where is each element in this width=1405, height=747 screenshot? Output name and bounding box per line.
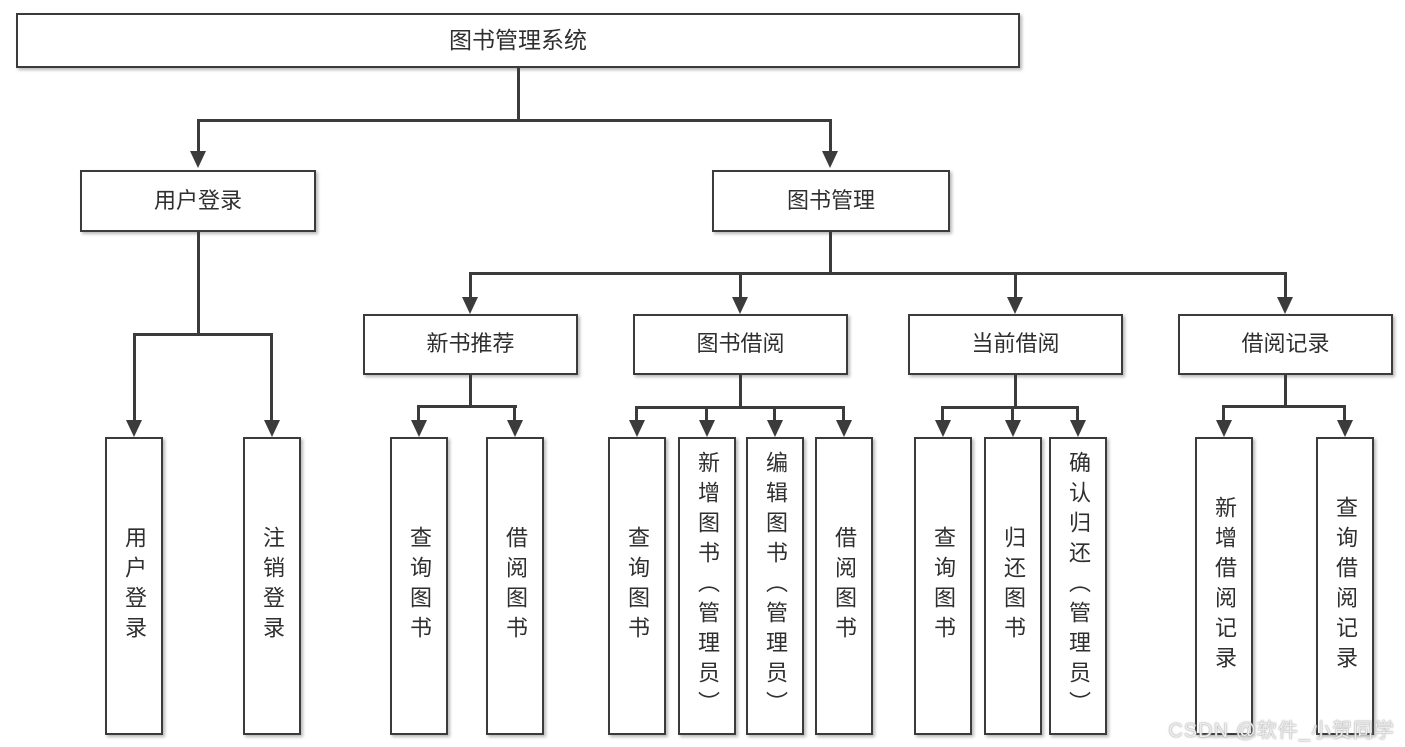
- leaf-label: 归还图书: [1001, 526, 1026, 646]
- node-label: 借阅记录: [1241, 331, 1330, 357]
- connector-to-current-borrow: [1014, 272, 1017, 299]
- connector-cb-leaf2: [1011, 406, 1014, 422]
- leaf-query-borrow-record: 查询借阅记录: [1316, 437, 1374, 735]
- connector-root-trunk: [517, 66, 520, 122]
- arrowhead-new-book: [462, 297, 478, 314]
- connector-bb-leaf2: [705, 406, 708, 422]
- connector-to-new-book: [469, 272, 472, 299]
- connector-current-borrow-bar: [942, 406, 1079, 409]
- connector-to-book-borrow: [739, 272, 742, 299]
- leaf-label: 查询图书: [931, 526, 956, 646]
- node-new-book-recommend: 新书推荐: [363, 314, 578, 375]
- connector-cb-leaf1: [941, 406, 944, 422]
- leaf-query-books-recommend: 查询图书: [390, 437, 448, 735]
- connector-book-borrow-bar: [636, 406, 845, 409]
- connector-borrow-records-bar: [1223, 405, 1345, 408]
- node-label: 新书推荐: [426, 331, 515, 357]
- leaf-confirm-return-admin: 确认归还（管理员）: [1049, 437, 1107, 735]
- node-label: 当前借阅: [971, 331, 1060, 357]
- node-label: 图书管理系统: [449, 26, 587, 53]
- leaf-borrow-books-recommend: 借阅图书: [486, 437, 544, 735]
- node-book-management: 图书管理: [712, 170, 950, 232]
- leaf-query-books-borrow: 查询图书: [608, 437, 666, 735]
- arrowhead-bb-leaf3: [767, 420, 783, 437]
- connector-book-borrow-stub: [739, 373, 742, 409]
- arrowhead-cb-leaf1: [935, 420, 951, 437]
- arrowhead-bb-leaf4: [836, 420, 852, 437]
- connector-to-book-management: [829, 119, 832, 154]
- arrowhead-current-borrow: [1007, 297, 1023, 314]
- node-label: 图书借阅: [696, 331, 785, 357]
- csdn-watermark: CSDN @软件_小贺同学: [1168, 720, 1395, 742]
- arrowhead-cb-leaf3: [1070, 420, 1086, 437]
- connector-bb-leaf3: [773, 406, 776, 422]
- leaf-label: 查询图书: [625, 526, 650, 646]
- connector-br-leaf1: [1222, 405, 1225, 422]
- connector-level3-bar: [470, 272, 1286, 275]
- connector-br-leaf2: [1343, 405, 1346, 422]
- connector-new-book-bar: [418, 405, 517, 408]
- leaf-label: 新增借阅记录: [1212, 496, 1237, 676]
- leaf-borrow-books: 借阅图书: [815, 437, 873, 735]
- leaf-return-books: 归还图书: [984, 437, 1042, 735]
- leaf-label: 查询借阅记录: [1333, 496, 1358, 676]
- arrowhead-br-leaf2: [1337, 420, 1353, 437]
- leaf-user-login: 用户登录: [105, 437, 163, 735]
- arrowhead-nb-leaf2: [507, 420, 523, 437]
- connector-to-user-login: [197, 119, 200, 154]
- node-user-login: 用户登录: [80, 170, 316, 232]
- connector-user-login-stub: [197, 231, 200, 335]
- arrowhead-leaf-user-login: [126, 420, 142, 437]
- leaf-add-books-admin: 新增图书（管理员）: [678, 437, 736, 735]
- connector-to-borrow-records: [1284, 272, 1287, 299]
- leaf-label: 编辑图书（管理员）: [763, 451, 788, 721]
- connector-bb-leaf1: [635, 406, 638, 422]
- leaf-label: 注销登录: [260, 526, 285, 646]
- connector-nb-leaf2: [513, 405, 516, 422]
- connector-cb-leaf3: [1076, 406, 1079, 422]
- arrowhead-br-leaf1: [1216, 420, 1232, 437]
- leaf-label: 借阅图书: [832, 526, 857, 646]
- leaf-label: 查询图书: [407, 526, 432, 646]
- connector-to-leaf-user-login: [133, 333, 136, 422]
- connector-user-login-bar: [133, 333, 272, 336]
- connector-borrow-records-stub: [1284, 373, 1287, 407]
- arrowhead-bb-leaf1: [629, 420, 645, 437]
- arrowhead-book-borrow: [732, 297, 748, 314]
- node-label: 用户登录: [153, 187, 242, 213]
- connector-bb-leaf4: [842, 406, 845, 422]
- arrowhead-book-management: [822, 151, 838, 168]
- connector-new-book-stub: [469, 373, 472, 408]
- node-label: 图书管理: [786, 187, 875, 213]
- leaf-add-borrow-record: 新增借阅记录: [1195, 437, 1253, 735]
- arrowhead-cb-leaf2: [1005, 420, 1021, 437]
- arrowhead-user-login: [190, 151, 206, 168]
- arrowhead-nb-leaf1: [411, 420, 427, 437]
- leaf-logout: 注销登录: [243, 437, 301, 735]
- node-library-system: 图书管理系统: [16, 13, 1020, 68]
- node-borrow-records: 借阅记录: [1178, 314, 1393, 375]
- leaf-label: 借阅图书: [503, 526, 528, 646]
- node-current-borrow: 当前借阅: [908, 314, 1123, 375]
- leaf-label: 确认归还（管理员）: [1066, 451, 1091, 721]
- arrowhead-borrow-records: [1277, 297, 1293, 314]
- connector-current-borrow-stub: [1014, 373, 1017, 409]
- leaf-label: 新增图书（管理员）: [695, 451, 720, 721]
- arrowhead-bb-leaf2: [699, 420, 715, 437]
- leaf-edit-books-admin: 编辑图书（管理员）: [746, 437, 804, 735]
- node-book-borrow: 图书借阅: [633, 314, 848, 375]
- connector-to-leaf-logout: [270, 333, 273, 422]
- leaf-label: 用户登录: [122, 526, 147, 646]
- leaf-query-books-current: 查询图书: [914, 437, 972, 735]
- connector-nb-leaf1: [417, 405, 420, 422]
- connector-level2-bar: [197, 119, 832, 122]
- arrowhead-leaf-logout: [264, 420, 280, 437]
- connector-book-mgmt-stub: [829, 231, 832, 274]
